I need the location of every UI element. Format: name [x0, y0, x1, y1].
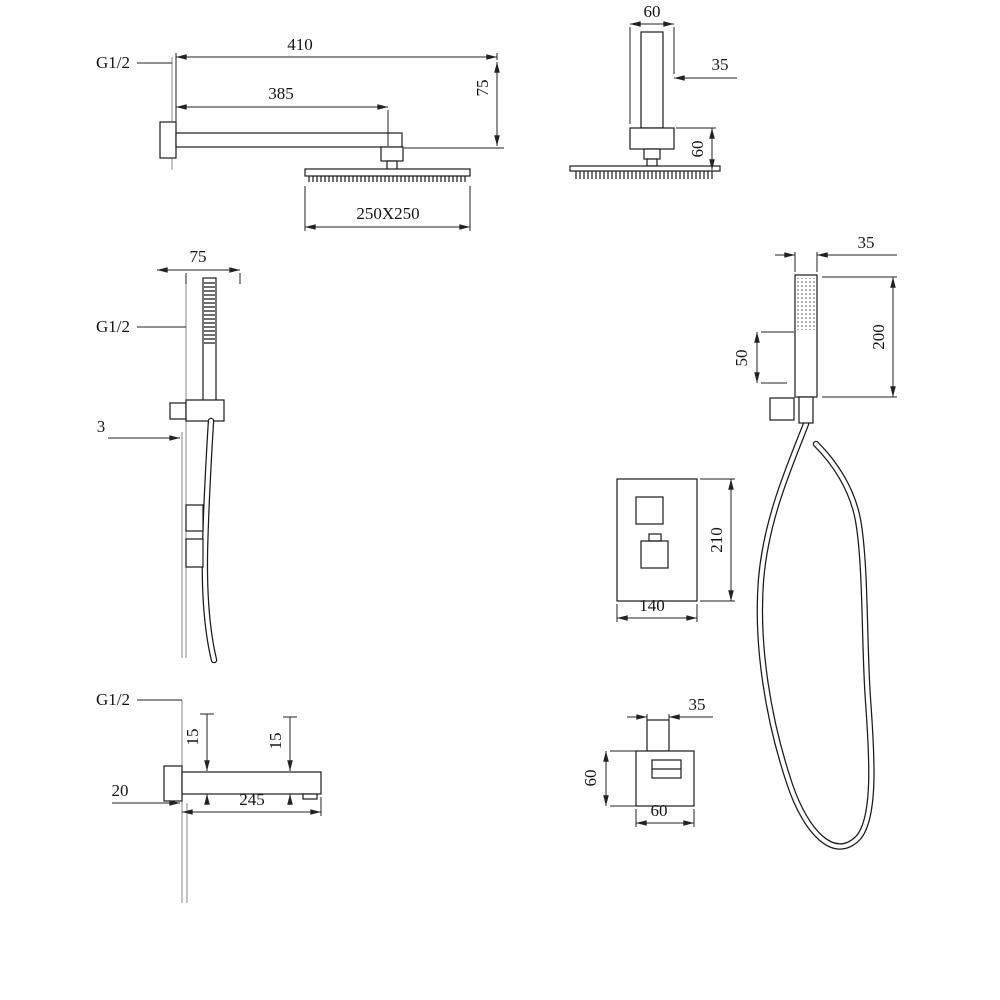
view-rain-shower-side: G1/2 410 385 75 250X250 [96, 35, 504, 231]
spout-dimensions [112, 713, 322, 816]
rough-in-valve-lower [185, 538, 204, 568]
rough-in-valve-upper [185, 504, 204, 532]
dim-label-60-side-outlet: 60 [581, 770, 600, 787]
thread-label-g12-rain: G1/2 [96, 53, 130, 72]
view-mixer-front: 210 140 [616, 478, 735, 622]
view-outlet-front: 35 60 60 [581, 695, 713, 827]
dim-label-15-b: 15 [266, 733, 285, 750]
dim-label-75-offset: 75 [190, 247, 207, 266]
dim-label-245-length: 245 [239, 790, 265, 809]
dim-label-50-bracket: 50 [732, 350, 751, 367]
view-spout-side: G1/2 15 15 20 245 [96, 690, 322, 903]
holder-bracket-front [769, 397, 795, 421]
outlet-geometry [635, 719, 695, 807]
dim-label-250x250: 250X250 [356, 204, 419, 223]
rain-front-dimensions [629, 21, 737, 170]
mixer-knob-upper [635, 496, 664, 525]
dim-label-410: 410 [287, 35, 313, 54]
thread-label-g12-spout: G1/2 [96, 690, 130, 709]
dim-label-140-width: 140 [639, 596, 665, 615]
dim-label-15-a: 15 [183, 729, 202, 746]
thread-label-g12-hand: G1/2 [96, 317, 130, 336]
hand-front-geometry [756, 274, 875, 850]
dim-label-210-height: 210 [707, 527, 726, 553]
spout-geometry [137, 699, 322, 903]
mixer-dimensions [616, 478, 735, 622]
wand-spray-hatch [204, 282, 215, 344]
dim-label-3-wall: 3 [97, 417, 106, 436]
dim-label-200-length: 200 [869, 324, 888, 350]
wall-flange [159, 121, 177, 159]
dim-label-75-drop: 75 [473, 80, 492, 97]
outlet-pipe [646, 719, 670, 752]
spout-body [181, 771, 322, 795]
spout-wall-flange [163, 765, 183, 802]
nozzle-comb-front [575, 171, 713, 179]
dim-label-60-bottom-outlet: 60 [651, 801, 668, 820]
dim-label-60-top: 60 [644, 2, 661, 21]
hose-connector [798, 396, 814, 424]
dim-label-60-side: 60 [688, 141, 707, 158]
view-hand-shower-front: 35 200 50 [732, 233, 897, 850]
shower-head-front [569, 165, 721, 172]
ceiling-pipe [640, 31, 664, 129]
escutcheon-plate [629, 127, 675, 150]
hose-loop [756, 420, 875, 850]
hand-side-geometry [137, 277, 225, 664]
view-rain-shower-front: 60 35 60 [569, 2, 737, 179]
shower-holder-side [185, 399, 225, 422]
mixer-geometry [616, 478, 698, 602]
hand-front-dimensions [754, 252, 897, 398]
spray-face [797, 278, 815, 330]
nozzle-comb [308, 176, 466, 182]
hand-side-dimensions [108, 267, 241, 441]
rain-side-geometry [137, 57, 471, 182]
rain-front-geometry [569, 31, 721, 179]
shower-arm [175, 132, 403, 148]
dim-label-20-depth: 20 [112, 781, 129, 800]
shower-head-plate [304, 168, 471, 177]
view-hand-shower-side: 75 G1/2 3 [96, 247, 241, 664]
dim-label-35-offset: 35 [712, 55, 729, 74]
hand-shower-wand-side [202, 277, 217, 414]
mixer-body [616, 478, 698, 602]
dim-label-35-outlet: 35 [689, 695, 706, 714]
rain-side-dimensions [175, 53, 504, 231]
wall-union [169, 402, 187, 420]
dim-label-385: 385 [268, 84, 294, 103]
mixer-knob-lower [640, 540, 669, 569]
spout-aerator [302, 793, 318, 800]
arm-connector-nut [380, 146, 404, 162]
dim-label-35-width: 35 [858, 233, 875, 252]
outlet-dimensions [603, 714, 713, 827]
